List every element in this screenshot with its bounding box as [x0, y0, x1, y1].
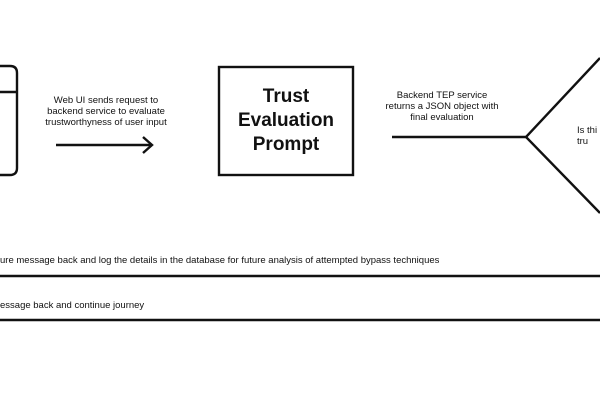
failure-message-text: ure message back and log the details in … — [0, 255, 440, 266]
response-label: Backend TEP service returns a JSON objec… — [385, 90, 499, 123]
trust-evaluation-title: Trust Evaluation Prompt — [237, 86, 335, 155]
decision-label: Is thi tru — [577, 125, 598, 147]
trust-evaluation-box — [217, 65, 355, 177]
request-arrow-head — [142, 136, 154, 154]
success-message-text: essage back and continue journey — [0, 300, 145, 311]
request-label: Web UI sends request to backend service … — [45, 95, 167, 128]
decision-diamond — [524, 57, 600, 214]
web-ui-box — [0, 64, 19, 177]
